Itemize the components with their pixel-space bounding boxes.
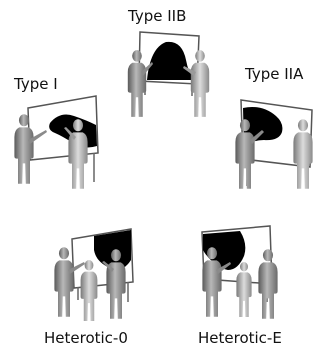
- scene-type-i: [14, 95, 99, 189]
- figure-heterotic-o-right: [102, 249, 126, 319]
- blob-type-iib: [147, 41, 195, 80]
- blob-heterotic-o: [94, 230, 131, 270]
- figure-type-iia-left: [235, 119, 264, 189]
- label-heterotic-e: Heterotic-E: [198, 329, 282, 347]
- figure-heterotic-e-left: [202, 247, 231, 317]
- label-type-i: Type I: [14, 75, 58, 93]
- blob-heterotic-e: [203, 231, 246, 270]
- figure-type-i-right: [64, 119, 88, 189]
- label-heterotic-o: Heterotic-0: [44, 329, 128, 347]
- figure-type-iib-right: [183, 50, 210, 117]
- scene-type-iia: [235, 99, 313, 189]
- figure-heterotic-o-left: [54, 247, 85, 317]
- scene-heterotic-o: [54, 228, 134, 321]
- label-type-iia: Type IIA: [245, 65, 304, 83]
- scene-type-iib: [127, 31, 210, 117]
- figure-type-i-left: [14, 114, 47, 184]
- figure-type-iib-left: [127, 50, 153, 117]
- label-type-iib: Type IIB: [128, 7, 187, 25]
- scene-heterotic-e: [201, 225, 278, 319]
